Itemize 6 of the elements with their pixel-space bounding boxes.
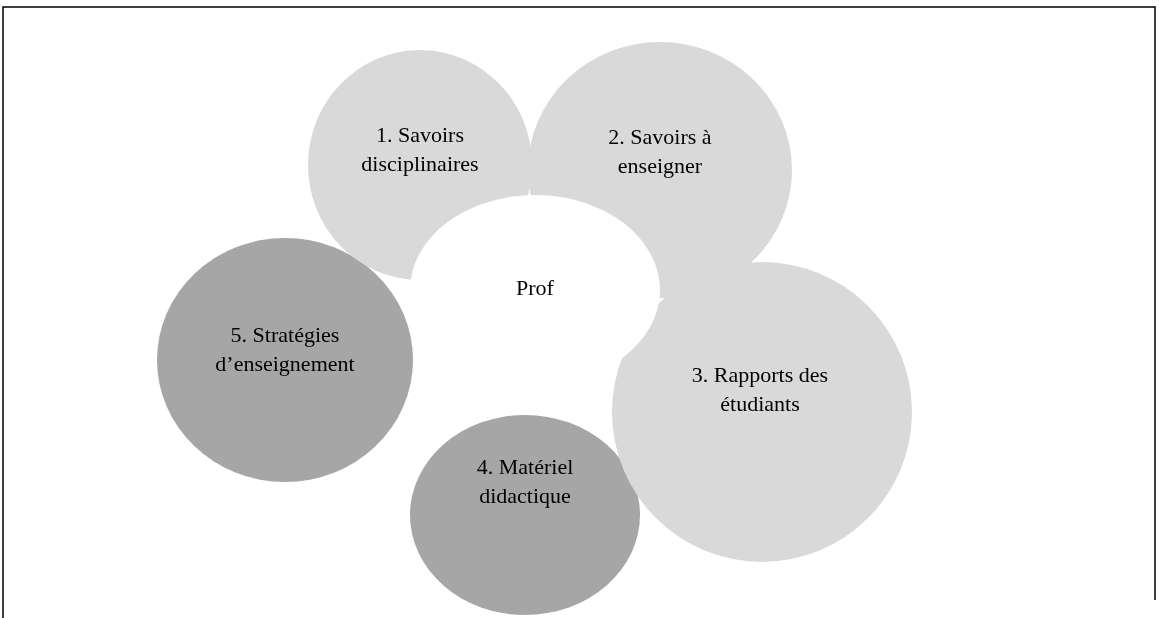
petal-label: 1. Savoirs disciplinaires bbox=[360, 121, 480, 178]
petal-label: 5. Stratégies d’enseignement bbox=[214, 321, 356, 378]
petal-label: 2. Savoirs à enseigner bbox=[607, 123, 713, 180]
petal-label: 4. Matériel didactique bbox=[475, 453, 575, 510]
petal-label: 3. Rapports des étudiants bbox=[690, 361, 830, 418]
center-label: Prof bbox=[515, 273, 555, 302]
